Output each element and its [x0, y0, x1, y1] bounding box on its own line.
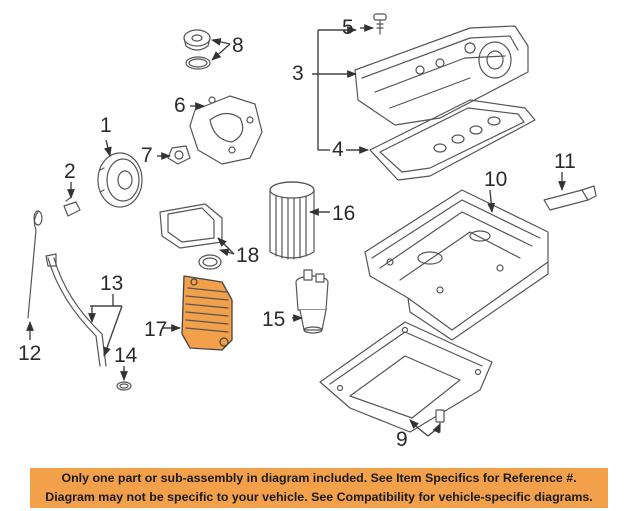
bolt-part-2: [63, 197, 81, 217]
callout-14: 14: [114, 344, 138, 367]
callout-2: 2: [64, 160, 76, 183]
callout-6: 6: [174, 94, 186, 117]
callout-12: 12: [18, 342, 41, 365]
clamp-part: [167, 145, 191, 165]
callout-9: 9: [396, 428, 408, 451]
oil-filler-cap-part: [183, 29, 211, 70]
disclaimer-line-1: Only one part or sub-assembly in diagram…: [61, 471, 577, 485]
gasket-part: [159, 203, 223, 270]
callout-8: 8: [232, 34, 244, 57]
oil-cooler-part-highlighted: [181, 275, 233, 351]
pulley-part: [97, 152, 143, 208]
callout-4: 4: [332, 138, 344, 161]
callout-1: 1: [100, 114, 112, 137]
callout-18: 18: [236, 244, 259, 267]
dipstick-part: [27, 210, 43, 319]
housing-cover-part: [189, 95, 263, 165]
callout-11: 11: [554, 150, 576, 173]
dipstick-tube-part: [45, 253, 132, 391]
oil-filter-housing-part: [295, 269, 329, 334]
callout-7: 7: [141, 144, 153, 167]
callout-5: 5: [342, 16, 354, 39]
bolt-part-5: [373, 13, 387, 35]
callout-15: 15: [262, 308, 285, 331]
disclaimer-banner: Only one part or sub-assembly in diagram…: [30, 468, 608, 508]
parts-diagram: 1 2 3 4 5 6 7 8 9 10 11 12 13 14 15 16 1…: [18, 13, 597, 451]
oil-filter-element-part: [269, 181, 315, 260]
disclaimer-line-2: Diagram may not be specific to your vehi…: [45, 490, 593, 504]
lower-oil-pan-part: [319, 321, 493, 433]
valve-cover-gasket-part: [369, 99, 536, 181]
valve-cover-part: [354, 25, 529, 126]
upper-oil-pan-part: [364, 189, 549, 341]
callout-3: 3: [292, 62, 304, 85]
leader-lines: [26, 24, 566, 437]
callout-17: 17: [144, 318, 167, 341]
callout-13: 13: [100, 272, 123, 295]
callout-16: 16: [332, 202, 355, 225]
sealant-tube-part: [543, 185, 597, 211]
callout-10: 10: [484, 168, 507, 191]
